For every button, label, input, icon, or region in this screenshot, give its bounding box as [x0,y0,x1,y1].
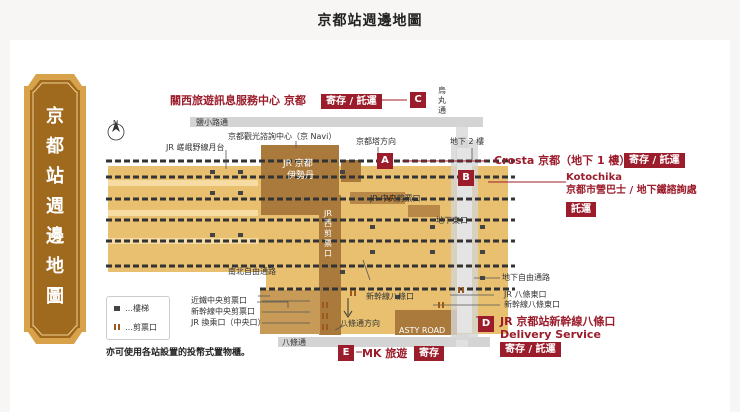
west-gate-char: 剪 [324,229,332,238]
underground-passage-inner [457,148,472,333]
west-gate-char: 西 [324,219,332,228]
callout-a-name: Crosta 京都（地下 1 樓） [494,154,631,167]
stair-markers [210,170,485,299]
street-label-hachijo: 八條通 [282,338,306,347]
side-title-char: 都 [46,136,64,157]
label-kyoto-navi: 京都觀光諮詢中心（京 Navi） [228,132,337,141]
label-west-gate: JR 西 剪 票 口 [324,210,336,260]
callout-d-tag: 寄存 / 託運 [500,342,561,357]
callout-b-name1: Kotochika [566,172,622,183]
label-south-north-passage: 南北自由通路 [228,267,276,276]
label-hachijo-direction: 八條通方向 [340,319,380,328]
side-title-char: 週 [46,196,64,217]
callout-a-marker[interactable]: A [377,153,393,169]
label-sagano-platform: JR 嵯峨野線月台 [166,143,225,152]
label-jr-transfer-gate: JR 換乘口（中央口） [191,318,266,327]
callout-b-tag: 託運 [566,202,596,217]
callout-d-marker[interactable]: D [478,316,494,332]
label-shinkansen-central-gate: 新幹線中央剪票口 [191,307,255,316]
side-title-char: 圖 [46,286,64,307]
callout-b-name2: 京都市營巴士 / 地下鐵諮詢處 [566,185,697,196]
east-block [408,205,440,217]
street-label-shiokoji: 鹽小路通 [196,118,228,127]
label-shinkansen-hachijo-gate: 新幹線八條口 [366,292,414,301]
label-underground2: 地下 2 樓 [450,137,485,146]
label-central-gate: JR 中央剪票口 [370,194,421,203]
callout-c-name: 關西旅遊訊息服務中心 京都 [170,94,306,107]
callout-a-tag: 寄存 / 託運 [624,153,685,168]
callout-b-marker[interactable]: B [458,170,474,186]
gate-markers [322,195,464,330]
north-label: N [113,119,119,127]
legend-gate-label: …剪票口 [125,323,157,332]
west-gate-char: 票 [324,239,332,248]
callout-e-tag: 寄存 [414,346,444,361]
west-gate-char: JR [324,209,332,218]
side-title-banner [24,74,86,344]
west-gate-block [319,195,341,335]
leader-lines [225,141,500,331]
map-card: 京 都 站 週 邊 地 圖 [10,40,730,412]
side-title-char: 站 [46,166,64,187]
building-gap [108,180,258,186]
street-shiokoji [190,117,483,127]
callout-d-name1: JR 京都站新幹線八條口 [500,315,616,328]
label-hachijo-east-gate: JR 八條東口 [504,290,547,299]
label-chika-east: 地下東口 [436,216,468,225]
map-legend: …樓梯 …剪票口 [106,296,170,340]
page-title: 京都站週邊地圖 [317,13,423,29]
side-title-char: 邊 [46,226,64,247]
callout-c-tag: 寄存 / 託運 [321,94,382,109]
legend-stairs-label: …樓梯 [125,304,149,313]
label-kintetsu-gate: 近鐵中央剪票口 [191,296,247,305]
legend-icons [114,306,120,330]
label-chika-passage: 地下自由通路 [502,273,550,282]
legend-gate-icon [114,324,116,330]
rail-tracks [106,159,515,291]
karasuma-char: 通 [438,106,446,115]
footnote: 亦可使用各站設置的投幣式置物櫃。 [106,348,251,358]
side-title-char: 京 [46,106,64,127]
legend-stairs-icon [114,306,120,311]
karasuma-char: 丸 [438,96,446,105]
hachijo-direction-arrow [343,298,353,318]
street-label-karasuma: 烏 丸 通 [438,87,448,117]
label-tower-direction: 京都塔方向 [356,137,396,146]
callout-e-name: MK 旅遊 [362,347,408,360]
north-arrow [107,121,125,141]
side-title-char: 地 [46,256,64,277]
karasuma-char: 烏 [438,86,446,95]
street-hachijo [278,337,490,347]
label-shinkansen-hachijo-east: 新幹線八條東口 [504,300,560,309]
side-title-text: 京 都 站 週 邊 地 圖 [20,102,90,312]
label-isetan-2: 伊勢丹 [287,171,315,181]
callout-d-name2: Delivery Service [500,328,601,341]
label-isetan-1: JR 京都 [283,159,313,169]
callout-e-marker[interactable]: E [338,345,354,361]
label-asty-road: ASTY ROAD [399,326,446,335]
callout-c-marker[interactable]: C [410,92,426,108]
building-gap [108,210,258,216]
asty-road-block [395,310,457,335]
west-gate-char: 口 [324,249,332,258]
